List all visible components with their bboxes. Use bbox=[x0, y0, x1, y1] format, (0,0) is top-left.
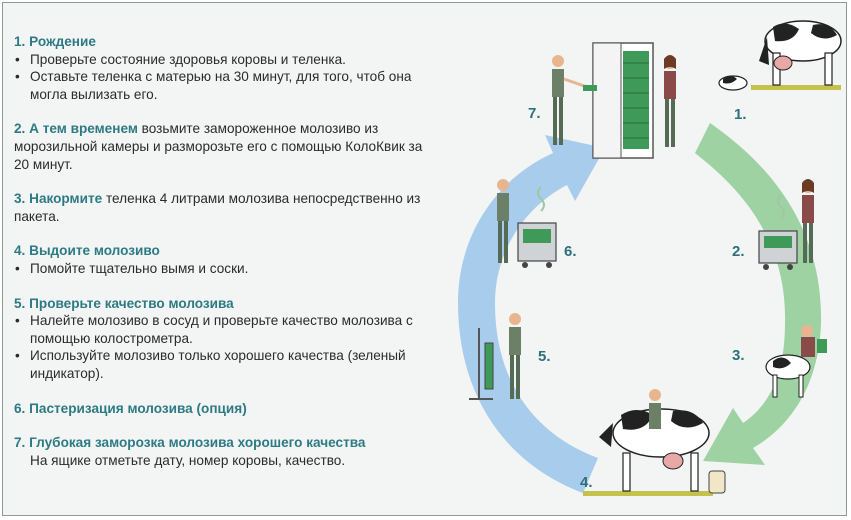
step-3-title: 3. Накормите bbox=[14, 191, 103, 207]
blue-cycle-arrow bbox=[458, 135, 605, 493]
step-6: 6. Пастеризация молозива (опция) bbox=[14, 400, 434, 418]
cycle-label-6: 6. bbox=[564, 243, 577, 260]
step-2-text: возьмите замороженное молозиво из морози… bbox=[14, 121, 423, 172]
cycle-label-1: 1. bbox=[734, 106, 747, 123]
cycle-label-4: 4. bbox=[580, 474, 593, 491]
worker-figure bbox=[664, 55, 676, 147]
step-5: 5. Проверьте качество молозива Налейте м… bbox=[14, 295, 434, 383]
worker-figure bbox=[497, 179, 509, 263]
step-list: 1. Рождение Проверьте состояние здоровья… bbox=[14, 33, 434, 469]
step-5-bullet: Налейте молозиво в сосуд и проверьте кач… bbox=[14, 312, 434, 347]
pasteurizer-illustration bbox=[517, 186, 557, 268]
step-6-title: 6. Пастеризация молозива (опция) bbox=[14, 400, 247, 416]
milking-cow-illustration bbox=[583, 408, 726, 496]
step-4: 4. Выдоите молозиво Помойте тщательно вы… bbox=[14, 242, 434, 277]
green-cycle-arrow bbox=[695, 123, 822, 465]
step-4-title: 4. Выдоите молозиво bbox=[14, 243, 160, 259]
worker-figure bbox=[509, 313, 521, 399]
step-3: 3. Накормите теленка 4 литрами молозива … bbox=[14, 190, 434, 225]
worker-figure bbox=[552, 55, 597, 145]
freezer-illustration bbox=[592, 42, 654, 159]
step-1-bullet: Проверьте состояние здоровья коровы и те… bbox=[14, 51, 434, 69]
cycle-label-3: 3. bbox=[732, 347, 745, 364]
step-2-title: 2. А тем временем bbox=[14, 121, 138, 137]
step-5-title: 5. Проверьте качество молозива bbox=[14, 295, 234, 311]
step-5-bullet: Используйте молозиво только хорошего кач… bbox=[14, 347, 434, 382]
step-1: 1. Рождение Проверьте состояние здоровья… bbox=[14, 33, 434, 103]
thawing-unit-illustration bbox=[758, 194, 798, 270]
cow-with-calf-illustration bbox=[718, 20, 842, 91]
colostrometer-illustration bbox=[469, 328, 494, 400]
worker-figure bbox=[649, 389, 661, 429]
worker-figure bbox=[802, 179, 814, 263]
step-4-bullet: Помойте тщательно вымя и соски. bbox=[14, 260, 434, 278]
step-2: 2. А тем временем возьмите замороженное … bbox=[14, 120, 434, 173]
step-1-title: 1. Рождение bbox=[14, 34, 96, 49]
cycle-label-7: 7. bbox=[528, 105, 541, 122]
step-1-bullet: Оставьте теленка с матерью на 30 минут, … bbox=[14, 68, 434, 103]
step-7: 7. Глубокая заморозка молозива хорошего … bbox=[14, 434, 434, 469]
feeding-calf-illustration bbox=[765, 325, 827, 398]
step-3-text: теленка 4 литрами молозива непосредствен… bbox=[14, 191, 421, 224]
cycle-diagram: 1. 2. 3. 4. 5. 6. 7. bbox=[458, 20, 842, 496]
cycle-label-5: 5. bbox=[538, 348, 551, 365]
cycle-label-2: 2. bbox=[732, 243, 745, 260]
step-7-title: 7. Глубокая заморозка молозива хорошего … bbox=[14, 435, 366, 451]
step-7-text: На ящике отметьте дату, номер коровы, ка… bbox=[30, 452, 346, 468]
